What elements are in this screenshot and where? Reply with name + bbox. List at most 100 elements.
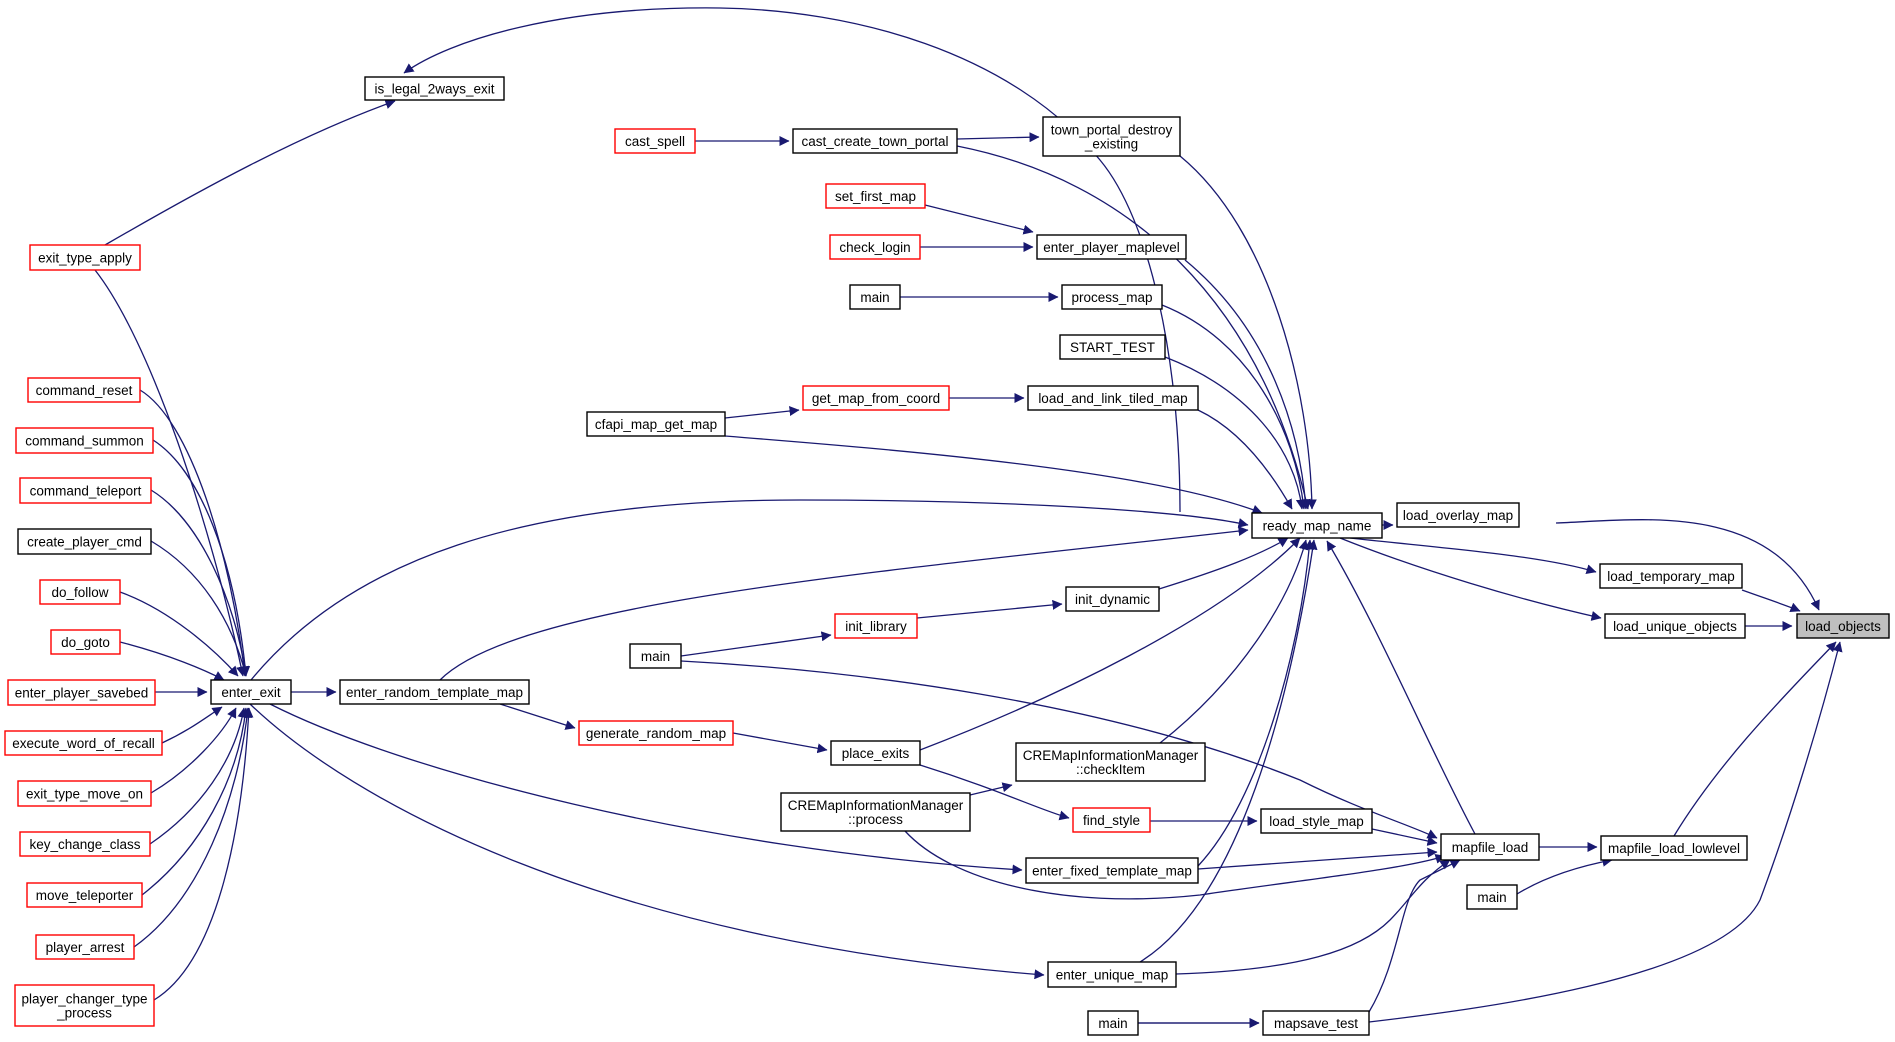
node-mapfile_load[interactable]: mapfile_load	[1440, 833, 1540, 861]
node-move_teleporter[interactable]: move_teleporter	[26, 882, 143, 908]
node-init_library[interactable]: init_library	[834, 613, 918, 639]
node-get_map_from_coord[interactable]: get_map_from_coord	[802, 385, 950, 411]
edge-arrow	[904, 830, 1446, 900]
node-set_first_map[interactable]: set_first_map	[825, 183, 926, 209]
node-main_b[interactable]: main	[629, 643, 682, 669]
node-label: enter_exit	[221, 685, 281, 700]
node-checkItem[interactable]: CREMapInformationManager::checkItem	[1015, 742, 1206, 782]
node-exit_type_apply[interactable]: exit_type_apply	[29, 244, 141, 271]
node-cast_create_town_portal[interactable]: cast_create_town_portal	[792, 128, 958, 154]
node-box	[792, 128, 958, 154]
node-load_overlay_map[interactable]: load_overlay_map	[1396, 502, 1520, 528]
node-mapsave_test[interactable]: mapsave_test	[1262, 1010, 1370, 1036]
edge-arrow	[161, 706, 223, 744]
node-label: load_temporary_map	[1607, 569, 1735, 584]
edge-arrow	[1159, 539, 1309, 744]
node-box	[35, 934, 135, 960]
node-enter_random_template_map[interactable]: enter_random_template_map	[339, 679, 530, 705]
node-town_portal_destroy_existing[interactable]: town_portal_destroy_existing	[1042, 116, 1181, 157]
node-main_c[interactable]: main	[1466, 884, 1518, 910]
node-label: CREMapInformationManager	[788, 798, 964, 813]
node-enter_unique_map[interactable]: enter_unique_map	[1047, 961, 1177, 988]
node-enter_fixed_template_map[interactable]: enter_fixed_template_map	[1025, 857, 1199, 884]
node-main_a[interactable]: main	[849, 284, 901, 310]
node-command_summon[interactable]: command_summon	[15, 427, 154, 454]
edge-arrow	[956, 132, 1040, 143]
node-is_legal_2ways_exit[interactable]: is_legal_2ways_exit	[364, 76, 505, 101]
node-box	[1251, 512, 1383, 539]
node-box	[829, 234, 921, 260]
edge-arrow	[1555, 519, 1820, 611]
node-box	[50, 629, 121, 655]
node-enter_player_savebed[interactable]: enter_player_savebed	[7, 679, 156, 706]
node-generate_random_map[interactable]: generate_random_map	[578, 720, 734, 746]
edge-arrow	[269, 703, 1023, 875]
node-cre_process[interactable]: CREMapInformationManager::process	[780, 792, 971, 832]
edge-enter_exit-to-enter_fixed_template_map	[269, 703, 1023, 875]
node-label: init_library	[845, 619, 907, 634]
edge-arrow	[94, 269, 246, 677]
edge-cast_create_town_portal-to-ready_map_name	[956, 145, 1311, 510]
edge-arrow	[919, 537, 1301, 751]
node-do_follow[interactable]: do_follow	[39, 579, 121, 605]
node-box	[364, 76, 505, 101]
edge-cast_create_town_portal-to-town_portal_destroy_existing	[956, 132, 1040, 143]
edge-exit_type_move_on-to-enter_exit	[150, 707, 237, 794]
edge-enter_random_template_map-to-generate_random_map	[499, 703, 576, 730]
node-player_changer_type_process[interactable]: player_changer_type_process	[14, 984, 155, 1027]
node-command_teleport[interactable]: command_teleport	[19, 477, 152, 504]
node-exit_type_move_on[interactable]: exit_type_move_on	[17, 780, 152, 807]
edge-arrow	[150, 707, 237, 794]
node-load_style_map[interactable]: load_style_map	[1260, 808, 1373, 834]
node-label: ::checkItem	[1076, 762, 1145, 777]
node-label: mapfile_load	[1452, 840, 1529, 855]
edge-player_changer_type_process-to-enter_exit	[153, 707, 254, 1001]
node-find_style[interactable]: find_style	[1072, 807, 1151, 833]
edge-load_temporary_map-to-load_objects	[1741, 589, 1801, 612]
node-box	[39, 579, 121, 605]
node-create_player_cmd[interactable]: create_player_cmd	[17, 528, 152, 555]
node-box	[1262, 1010, 1370, 1036]
node-enter_exit[interactable]: enter_exit	[210, 679, 292, 705]
node-box	[1466, 884, 1518, 910]
node-load_temporary_map[interactable]: load_temporary_map	[1599, 563, 1743, 589]
node-cfapi_map_get_map[interactable]: cfapi_map_get_map	[586, 411, 726, 437]
node-label: load_and_link_tiled_map	[1038, 391, 1187, 406]
edge-checkItem-to-ready_map_name	[1159, 539, 1309, 744]
node-execute_word_of_recall[interactable]: execute_word_of_recall	[4, 730, 163, 756]
node-box	[834, 613, 918, 639]
node-do_goto[interactable]: do_goto	[50, 629, 121, 655]
node-main_d[interactable]: main	[1087, 1010, 1139, 1036]
edge-cre_process-to-mapfile_load	[904, 830, 1446, 900]
node-place_exits[interactable]: place_exits	[830, 740, 921, 766]
node-label: _process	[56, 1006, 112, 1021]
node-init_dynamic[interactable]: init_dynamic	[1065, 586, 1160, 612]
node-mapfile_load_lowlevel[interactable]: mapfile_load_lowlevel	[1600, 835, 1748, 861]
edge-arrow	[133, 707, 252, 948]
node-command_reset[interactable]: command_reset	[27, 377, 141, 403]
node-box	[1599, 563, 1743, 589]
node-box	[830, 740, 921, 766]
node-check_login[interactable]: check_login	[829, 234, 921, 260]
edge-enter_fixed_template_map-to-mapfile_load	[1197, 847, 1438, 870]
node-load_and_link_tiled_map[interactable]: load_and_link_tiled_map	[1027, 385, 1199, 411]
node-START_TEST[interactable]: START_TEST	[1059, 334, 1166, 360]
node-label: enter_random_template_map	[346, 685, 523, 700]
node-process_map[interactable]: process_map	[1061, 284, 1163, 310]
node-key_change_class[interactable]: key_change_class	[19, 831, 151, 857]
edge-process_map-to-ready_map_name	[1161, 304, 1308, 510]
node-box	[26, 882, 143, 908]
node-label: exit_type_apply	[38, 251, 132, 266]
edge-arrow	[104, 99, 396, 246]
node-cast_spell[interactable]: cast_spell	[614, 128, 696, 154]
node-player_arrest[interactable]: player_arrest	[35, 934, 135, 960]
edge-cfapi_map_get_map-to-ready_map_name	[724, 435, 1263, 515]
edge-execute_word_of_recall-to-enter_exit	[161, 706, 223, 744]
node-enter_player_maplevel[interactable]: enter_player_maplevel	[1036, 234, 1187, 260]
node-box	[1072, 807, 1151, 833]
node-box	[629, 643, 682, 669]
node-label: execute_word_of_recall	[12, 736, 155, 751]
node-load_unique_objects[interactable]: load_unique_objects	[1604, 613, 1746, 639]
node-ready_map_name[interactable]: ready_map_name	[1251, 512, 1383, 539]
edge-arrow	[1673, 641, 1837, 837]
